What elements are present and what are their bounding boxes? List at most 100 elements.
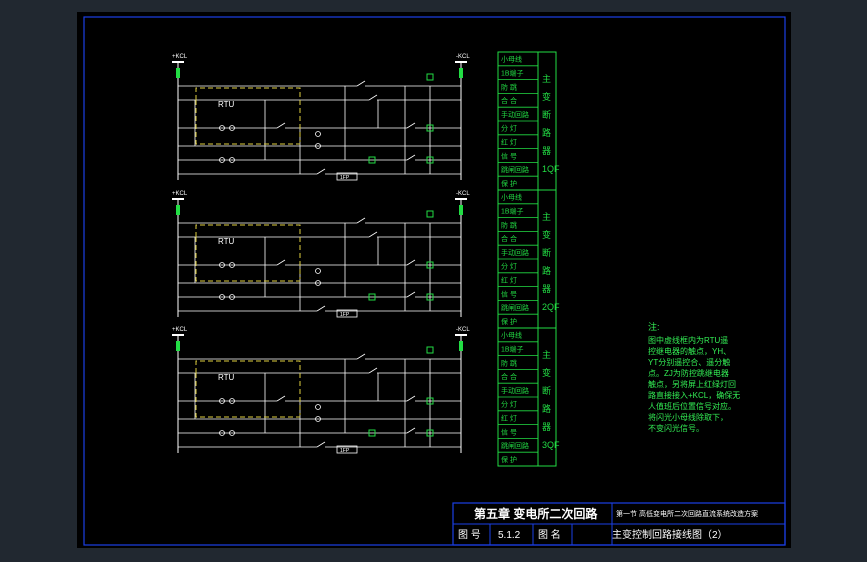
table-cell: 手动回路 [501, 386, 529, 395]
table-cell: 保 护 [501, 455, 517, 464]
terminal-5 [315, 416, 321, 422]
table-group-char: 路 [542, 265, 551, 276]
table-cell: 手动回路 [501, 110, 529, 119]
table-group-char: 断 [542, 385, 551, 396]
terminal-5 [315, 143, 321, 149]
table-cell: 信 号 [501, 151, 517, 160]
table-group-char: 路 [542, 127, 551, 138]
table-cell: 跳闸回路 [501, 165, 529, 174]
title-block: 第五章 变电所二次回路 第一节 高低变电所二次回路直流系统改造方案 图 号 5.… [452, 502, 786, 546]
table-cell: 红 灯 [501, 413, 517, 422]
section-title: 第一节 高低变电所二次回路直流系统改造方案 [616, 509, 758, 518]
rtu-dash-box-lower [195, 237, 300, 282]
table-cell: 信 号 [501, 427, 517, 436]
contact-blade-3 [406, 291, 416, 298]
contact-blade-3 [406, 427, 416, 434]
rtu-dash-box [195, 224, 301, 279]
coil-2 [426, 261, 434, 269]
contact-blade-1 [368, 94, 378, 101]
contact-gap-3 [407, 295, 415, 299]
contact-blade-0 [356, 80, 366, 87]
table-cell: 分 灯 [501, 262, 517, 271]
rtu-dash-box-lower [195, 100, 300, 145]
table-group-char: 器 [542, 146, 551, 156]
coil-0 [426, 210, 434, 218]
table-cell: 分 灯 [501, 124, 517, 133]
table-cell: 保 护 [501, 317, 517, 326]
coil-1 [368, 429, 376, 437]
coil-1 [368, 156, 376, 164]
contact-gap-3 [407, 158, 415, 162]
terminal-2 [219, 430, 225, 436]
terminal-4 [315, 268, 321, 274]
contact-blade-4 [316, 441, 326, 448]
terminal-3 [229, 157, 235, 163]
table-group-char: 3QF [542, 440, 560, 450]
terminal-3 [229, 294, 235, 300]
fuse-right [459, 341, 463, 351]
contact-blade-2 [406, 122, 416, 129]
table-group-char: 变 [542, 229, 551, 240]
terminal-1 [229, 262, 235, 268]
fig-name-label: 图 名 [538, 528, 561, 541]
circuit-diagrams: +KCL-KCLRTU1FP+KCL-KCLRTU1FP+KCL-KCLRTU1… [172, 54, 470, 454]
table-cell: 信 号 [501, 289, 517, 298]
note-line: 路直接接入+KCL，确保无 [648, 390, 740, 400]
contact-gap-3 [407, 431, 415, 435]
fuse-left [176, 68, 180, 78]
bus-label-right: -KCL [456, 327, 470, 333]
table-group-char: 器 [542, 422, 551, 432]
table-group-char: 路 [542, 403, 551, 414]
table-cell: 小母线 [501, 193, 522, 202]
note-line: 人值班后位置信号对应。 [648, 401, 736, 411]
table-group-char: 主 [542, 349, 551, 360]
contact-gap-0 [357, 357, 365, 361]
table-group-char: 器 [542, 284, 551, 294]
terminal-2 [219, 294, 225, 300]
note-line: 不变闪光信号。 [648, 423, 704, 433]
bottom-box-label: 1FP [340, 312, 350, 318]
table-group-char: 变 [542, 367, 551, 378]
note-line: 控继电器的触点，YH、 [648, 346, 731, 356]
table-group-char: 1QF [542, 164, 560, 174]
rtu-label: RTU [218, 237, 235, 246]
coil-3 [426, 429, 434, 437]
terminal-5 [315, 280, 321, 286]
table-cell: 1B端子 [501, 68, 524, 77]
table-group-char: 主 [542, 73, 551, 84]
terminal-1 [229, 125, 235, 131]
bottom-box-label: 1FP [340, 448, 350, 454]
coil-0 [426, 346, 434, 354]
table-cell: 1B端子 [501, 344, 524, 353]
contact-blade-5 [276, 259, 286, 266]
rtu-dash-box [195, 360, 301, 415]
rtu-dash-box-lower [195, 373, 300, 418]
rtu-dash-box [195, 87, 301, 142]
fig-name-value: 主变控制回路接线图（2） [612, 528, 728, 541]
coil-3 [426, 293, 434, 301]
table-cell: 防 跳 [501, 220, 517, 229]
contact-gap-0 [357, 221, 365, 225]
coil-2 [426, 124, 434, 132]
terminal-4 [315, 404, 321, 410]
contact-gap-2 [407, 263, 415, 267]
table-group-char: 断 [542, 247, 551, 258]
table-cell: 防 跳 [501, 358, 517, 367]
contact-gap-1 [369, 98, 377, 102]
frame-border [83, 16, 786, 546]
bottom-box [336, 445, 358, 454]
table-cell: 红 灯 [501, 137, 517, 146]
bottom-box-label: 1FP [340, 175, 350, 181]
table-cell: 合 合 [501, 234, 517, 243]
table-cell: 小母线 [501, 331, 522, 340]
terminal-2 [219, 157, 225, 163]
contact-blade-4 [316, 305, 326, 312]
table-cell: 1B端子 [501, 206, 524, 215]
contact-blade-0 [356, 353, 366, 360]
bus-label-left: +KCL [172, 54, 188, 60]
table-group-char: 变 [542, 91, 551, 102]
contact-blade-1 [368, 367, 378, 374]
